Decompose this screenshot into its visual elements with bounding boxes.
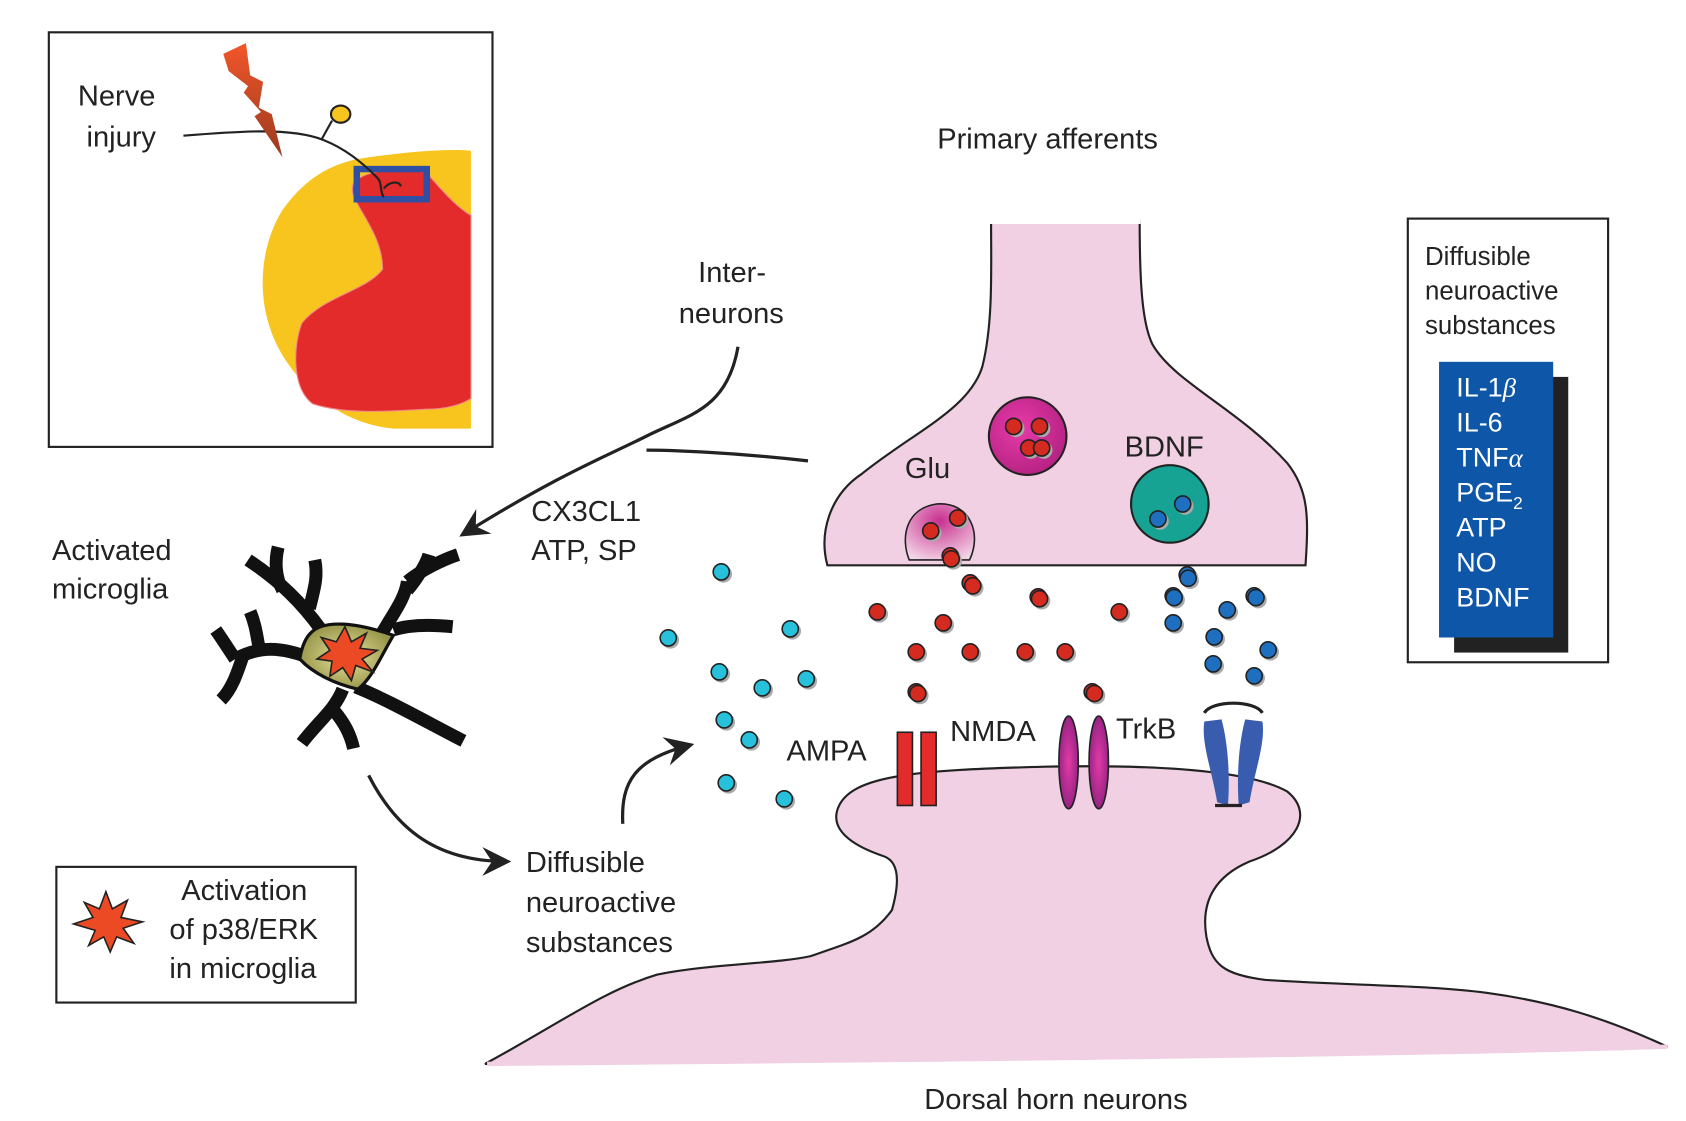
releasing-glutamate [921,522,940,540]
trkb-receptor [1202,701,1264,808]
substance-item: ATP [1456,512,1506,542]
drg-stalk [320,120,333,141]
dorsal-horn-highlight-box [353,165,431,203]
substance-item: BDNF [1456,582,1529,612]
diffusible-particle [710,663,729,681]
afferent-terminal [382,181,402,190]
interneuron-arrow [459,346,740,537]
bdnf-particle [1218,601,1237,619]
vesicle-bdnf [1149,510,1167,528]
glutamate-particle [908,684,927,703]
substances-title-1: Diffusible [1425,243,1531,271]
legend-line-3: in microglia [169,953,317,985]
spinal-cord-gray-matter [295,169,472,412]
starburst-icon [70,889,146,954]
label-diffusible-3: substances [526,927,673,959]
vesicle-bdnf [1173,495,1192,513]
label-interneurons-1: Inter- [698,257,766,289]
afferent-fiber [183,130,385,198]
microglia-starburst-icon [314,624,380,683]
substance-item: IL-1β [1456,372,1516,402]
diffusible-particle [797,670,816,688]
substances-to-neuron-arrow [621,737,695,824]
vesicle-bdnf [1129,464,1210,544]
label-bdnf: BDNF [1125,432,1204,464]
label-dorsal-horn-neurons: Dorsal horn neurons [924,1084,1187,1116]
vesicle-glutamate [1030,417,1049,436]
substances-box: Diffusible neuroactive substances IL-1βI… [1406,217,1610,664]
label-ampa: AMPA [786,735,867,767]
legend-line-2: of p38/ERK [169,914,318,946]
substances-title-3: substances [1425,312,1556,340]
glutamate-particle [868,603,887,621]
diffusible-particle [717,774,736,792]
primary-afferent-terminal [823,219,1309,567]
diffusible-particle [715,711,734,729]
label-diffusible-2: neuroactive [526,887,676,919]
bdnf-particle [1204,655,1223,673]
lightning-bolt-icon [223,43,283,158]
label-microglia: microglia [52,574,169,606]
substance-item: TNFα [1456,442,1523,472]
diffusible-particle [740,731,759,749]
bdnf-particle [1205,628,1224,646]
substances-title-2: neuroactive [1425,277,1559,305]
glutamate-particle [1030,589,1049,608]
substance-item: PGE2 [1456,477,1522,513]
glutamate-particle [1110,603,1129,621]
vesicle-glu-full [987,396,1068,476]
label-signals-2: ATP, SP [531,535,637,567]
label-diffusible-1: Diffusible [526,847,645,879]
legend-line-1: Activation [181,875,307,907]
label-interneurons-2: neurons [679,298,784,330]
releasing-glutamate [948,509,967,527]
label-primary-afferents: Primary afferents [937,124,1158,156]
nerve-injury-inset: Nerve injury [47,31,494,448]
glutamate-particle [907,643,926,661]
glutamate-particle [934,614,953,632]
diffusible-particle [781,620,800,638]
drg-cell-body-icon [329,104,352,124]
diffusible-particle [659,629,678,647]
substance-item: IL-6 [1456,407,1502,437]
substance-item: NO [1456,547,1496,577]
bdnf-particle [1245,667,1264,685]
substances-list-panel [1439,361,1554,638]
glutamate-particle [1056,643,1075,661]
glutamate-particle [1085,684,1104,703]
diffusible-particle [753,679,772,697]
inset-label-nerve: Nerve [78,81,156,113]
label-glu: Glu [905,453,950,485]
glutamate-particle [963,576,982,595]
label-signals-1: CX3CL1 [531,496,641,528]
bdnf-particle [1179,569,1198,588]
nmda-receptor [1058,715,1110,810]
axon-cut-mask [989,213,1141,224]
label-activated: Activated [52,535,172,567]
label-nmda: NMDA [950,716,1036,748]
bdnf-particle [1165,588,1184,607]
bdnf-particle [1164,614,1183,632]
legend: Activation of p38/ERK in microglia [55,865,357,1004]
particles [659,417,1279,810]
inset-label-injury: injury [87,121,157,153]
diffusible-particle [775,790,794,808]
bdnf-particle [1247,588,1265,607]
ampa-receptor [896,731,937,807]
glutamate-particle [1016,643,1035,661]
glutamate-particle [961,643,980,661]
label-trkb: TrkB [1116,714,1176,746]
microglia-to-substances-arrow [367,774,512,877]
diffusible-particle [712,563,731,581]
neuron-base-mask [487,1044,1668,1067]
bdnf-particle [1259,641,1278,659]
activated-microglia [210,545,467,750]
releasing-glutamate [942,550,961,568]
afferent-to-microglia-line [646,448,809,463]
vesicle-glutamate [1004,417,1023,436]
vesicle-glutamate [1032,439,1051,457]
